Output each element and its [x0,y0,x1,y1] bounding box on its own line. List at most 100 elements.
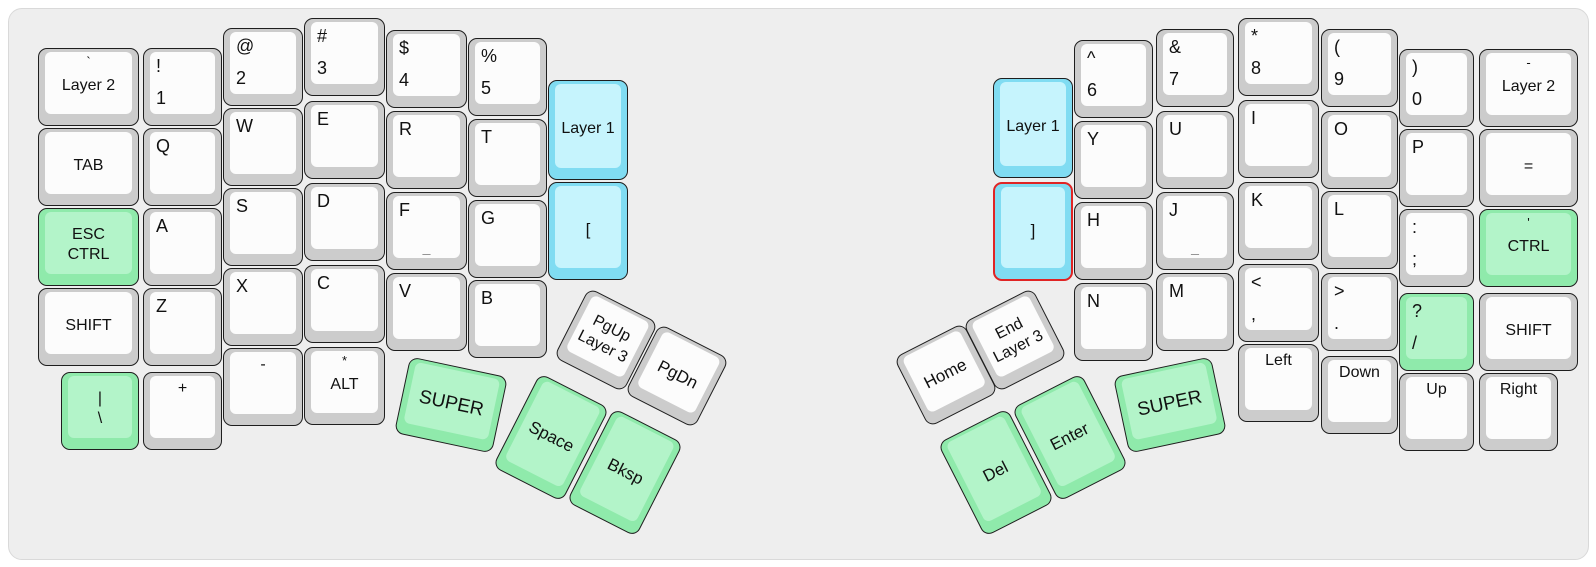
keycap-face [1486,377,1551,439]
key-legend: Up [1426,381,1447,398]
key-lbracket[interactable]: [ [548,182,628,280]
key-equals[interactable]: = [1479,129,1578,207]
key-minus-layer2[interactable]: -Layer 2 [1479,49,1578,127]
key-2[interactable]: @2 [223,28,303,106]
keycap-face [230,112,296,174]
key-pipe-backslash[interactable]: |\ [61,372,139,450]
key-v[interactable]: V [386,273,467,351]
key-grave-layer2[interactable]: ` Layer 2 [38,48,139,126]
keycap-face [1328,277,1391,339]
key-n[interactable]: N [1074,283,1153,361]
keycap-face [1486,297,1571,359]
key-up[interactable]: Up [1399,373,1474,451]
key-quote-ctrl[interactable]: 'CTRL [1479,209,1578,287]
key-legend-line: \ [97,410,103,427]
key-legend: M [1169,281,1184,301]
key-down[interactable]: Down [1321,356,1398,434]
key-legend-line: Layer 1 [561,120,615,137]
key-legend: F [399,200,410,220]
key-x[interactable]: X [223,268,303,346]
key-y[interactable]: Y [1074,121,1153,199]
key-8[interactable]: *8 [1238,18,1319,96]
key-o[interactable]: O [1321,111,1398,189]
key-9[interactable]: (9 [1321,29,1398,107]
keycap-face [393,196,460,258]
key-legend-line: SHIFT [65,317,112,334]
key-legend-line: | [97,390,103,407]
key-t[interactable]: T [468,119,547,197]
key-1[interactable]: !1 [143,48,222,126]
key-legend: ^ [1087,48,1096,68]
key-j[interactable]: J_ [1156,192,1234,270]
key-layer1-left[interactable]: Layer 1 [548,80,628,180]
key-b[interactable]: B [468,280,547,358]
key-legend: C [317,273,330,293]
key-d[interactable]: D [304,183,385,261]
keycap-face [555,84,621,168]
key-layer1-right[interactable]: Layer 1 [993,78,1073,178]
key-comma[interactable]: <, [1238,264,1319,342]
key-legend-center: ] [997,221,1069,241]
key-u[interactable]: U [1156,111,1234,189]
key-legend: ` [86,54,91,69]
key-z[interactable]: Z [143,288,222,366]
key-f[interactable]: F_ [386,192,467,270]
keycap-face [150,292,215,354]
key-legend-line: ] [1030,220,1036,240]
key-e[interactable]: E [304,101,385,179]
key-g[interactable]: G [468,200,547,278]
key-legend-center: SHIFT [41,316,136,336]
key-legend: B [481,288,494,308]
keycap-face [1486,133,1571,195]
key-minus[interactable]: - [223,348,303,426]
key-legend: & [1169,37,1182,57]
key-a[interactable]: A [143,208,222,286]
key-super-left[interactable]: SUPER [393,356,509,454]
key-7[interactable]: &7 [1156,29,1234,107]
key-legend-center: = [1482,157,1575,177]
key-period[interactable]: >. [1321,273,1398,351]
key-shift-left[interactable]: SHIFT [38,288,139,366]
key-left[interactable]: Left [1238,344,1319,422]
key-alt[interactable]: *ALT [304,347,385,425]
key-slash[interactable]: ?/ [1399,293,1474,371]
keycap-face [150,52,215,114]
key-legend: 6 [1087,80,1098,100]
key-r[interactable]: R [386,111,467,189]
key-plus[interactable]: + [143,372,222,450]
key-legend: I [1251,108,1257,128]
key-q[interactable]: Q [143,128,222,206]
key-tab[interactable]: TAB [38,128,139,206]
key-legend-center: Layer 2 [41,76,136,96]
key-l[interactable]: L [1321,191,1398,269]
key-i[interactable]: I [1238,100,1319,178]
keycap-face [68,376,132,438]
key-right[interactable]: Right [1479,373,1558,451]
key-legend: P [1412,137,1425,157]
key-legend-center: CTRL [1482,237,1575,257]
key-shift-right[interactable]: SHIFT [1479,293,1578,371]
key-6[interactable]: ^6 [1074,40,1153,118]
key-p[interactable]: P [1399,129,1474,207]
keycap-face [1163,33,1227,95]
key-5[interactable]: %5 [468,38,547,116]
keycap-face [1406,133,1467,195]
key-3[interactable]: #3 [304,18,385,96]
key-legend: Y [1087,129,1100,149]
key-c[interactable]: C [304,265,385,343]
key-0[interactable]: )0 [1399,49,1474,127]
key-rbracket[interactable]: ] [993,182,1073,281]
key-k[interactable]: K [1238,182,1319,260]
key-semicolon[interactable]: :; [1399,209,1474,287]
key-super-right[interactable]: SUPER [1112,356,1228,454]
keycap-face [1406,377,1467,439]
key-h[interactable]: H [1074,202,1153,280]
key-m[interactable]: M [1156,273,1234,351]
key-s[interactable]: S [223,188,303,266]
keycap-face [393,34,460,96]
key-legend: ; [1412,249,1418,269]
keycap-face [1001,187,1065,268]
key-w[interactable]: W [223,108,303,186]
key-4[interactable]: $4 [386,30,467,108]
